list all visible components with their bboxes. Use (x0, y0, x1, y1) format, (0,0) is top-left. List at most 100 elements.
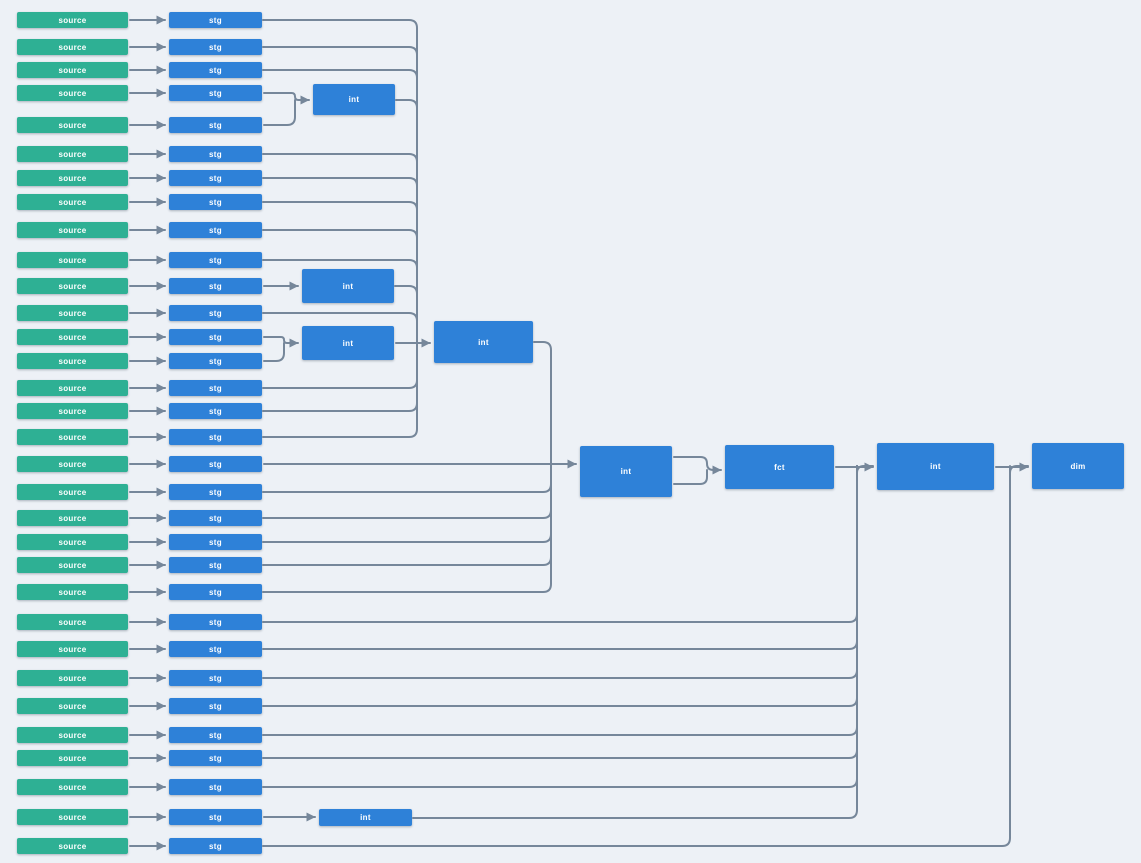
node-stg9[interactable]: stg (169, 222, 262, 238)
node-src8[interactable]: source (17, 194, 128, 210)
node-src16[interactable]: source (17, 403, 128, 419)
node-stg14[interactable]: stg (169, 353, 262, 369)
node-src24[interactable]: source (17, 614, 128, 630)
node-src5[interactable]: source (17, 117, 128, 133)
node-stg31[interactable]: stg (169, 809, 262, 825)
node-label-int_c: int (478, 337, 489, 347)
node-stg25[interactable]: stg (169, 641, 262, 657)
node-stg12[interactable]: stg (169, 305, 262, 321)
node-src23[interactable]: source (17, 584, 128, 600)
node-label-stg17: stg (209, 432, 222, 442)
node-stg16[interactable]: stg (169, 403, 262, 419)
node-src31[interactable]: source (17, 809, 128, 825)
node-stg15[interactable]: stg (169, 380, 262, 396)
node-label-stg1: stg (209, 15, 222, 25)
node-stg30[interactable]: stg (169, 779, 262, 795)
node-src25[interactable]: source (17, 641, 128, 657)
node-stg3[interactable]: stg (169, 62, 262, 78)
node-stg6[interactable]: stg (169, 146, 262, 162)
node-label-src31: source (58, 812, 87, 822)
node-stg24[interactable]: stg (169, 614, 262, 630)
node-stg7[interactable]: stg (169, 170, 262, 186)
node-dim[interactable]: dim (1032, 443, 1124, 489)
node-src15[interactable]: source (17, 380, 128, 396)
node-int_b[interactable]: int (302, 326, 394, 360)
node-stg18[interactable]: stg (169, 456, 262, 472)
node-src7[interactable]: source (17, 170, 128, 186)
node-src18[interactable]: source (17, 456, 128, 472)
node-label-stg24: stg (209, 617, 222, 627)
edge-path (412, 465, 858, 819)
node-src10[interactable]: source (17, 252, 128, 268)
node-stg22[interactable]: stg (169, 557, 262, 573)
node-stg27[interactable]: stg (169, 698, 262, 714)
node-src2[interactable]: source (17, 39, 128, 55)
node-src9[interactable]: source (17, 222, 128, 238)
node-src4[interactable]: source (17, 85, 128, 101)
node-int_d[interactable]: int (580, 446, 672, 497)
node-src11[interactable]: source (17, 278, 128, 294)
node-int_c[interactable]: int (434, 321, 533, 363)
node-stg11[interactable]: stg (169, 278, 262, 294)
node-int_e[interactable]: int (877, 443, 994, 490)
node-stg10[interactable]: stg (169, 252, 262, 268)
node-src29[interactable]: source (17, 750, 128, 766)
node-label-stg6: stg (209, 149, 222, 159)
node-label-stg9: stg (209, 225, 222, 235)
node-label-stg30: stg (209, 782, 222, 792)
node-stg29[interactable]: stg (169, 750, 262, 766)
node-int_f[interactable]: int (319, 809, 412, 826)
node-label-src13: source (58, 332, 87, 342)
node-src32[interactable]: source (17, 838, 128, 854)
node-label-src15: source (58, 383, 87, 393)
node-src26[interactable]: source (17, 670, 128, 686)
node-label-src21: source (58, 537, 87, 547)
node-stg32[interactable]: stg (169, 838, 262, 854)
node-stg21[interactable]: stg (169, 534, 262, 550)
node-stg19[interactable]: stg (169, 484, 262, 500)
edge-path (262, 465, 858, 759)
node-stg17[interactable]: stg (169, 429, 262, 445)
node-src27[interactable]: source (17, 698, 128, 714)
node-stg13[interactable]: stg (169, 329, 262, 345)
node-label-int_a: int (342, 281, 354, 291)
node-stg28[interactable]: stg (169, 727, 262, 743)
node-src1[interactable]: source (17, 12, 128, 28)
node-src3[interactable]: source (17, 62, 128, 78)
node-label-stg15: stg (209, 383, 222, 393)
node-src19[interactable]: source (17, 484, 128, 500)
node-int_t1[interactable]: int (313, 84, 395, 115)
node-src20[interactable]: source (17, 510, 128, 526)
node-src22[interactable]: source (17, 557, 128, 573)
node-label-stg10: stg (209, 255, 222, 265)
node-src13[interactable]: source (17, 329, 128, 345)
node-label-src9: source (58, 225, 87, 235)
node-src28[interactable]: source (17, 727, 128, 743)
node-src30[interactable]: source (17, 779, 128, 795)
edge-path (263, 99, 296, 126)
node-src14[interactable]: source (17, 353, 128, 369)
node-src17[interactable]: source (17, 429, 128, 445)
node-label-src14: source (58, 356, 87, 366)
edge-path (262, 465, 858, 736)
node-label-src17: source (58, 432, 87, 442)
node-stg4[interactable]: stg (169, 85, 262, 101)
node-stg2[interactable]: stg (169, 39, 262, 55)
node-stg26[interactable]: stg (169, 670, 262, 686)
node-label-stg11: stg (209, 281, 222, 291)
node-label-src20: source (58, 513, 87, 523)
node-stg23[interactable]: stg (169, 584, 262, 600)
node-int_a[interactable]: int (302, 269, 394, 303)
edge-path (262, 465, 858, 679)
node-src12[interactable]: source (17, 305, 128, 321)
node-stg8[interactable]: stg (169, 194, 262, 210)
node-src21[interactable]: source (17, 534, 128, 550)
node-stg5[interactable]: stg (169, 117, 262, 133)
node-fct[interactable]: fct (725, 445, 834, 489)
node-stg20[interactable]: stg (169, 510, 262, 526)
node-src6[interactable]: source (17, 146, 128, 162)
node-stg1[interactable]: stg (169, 12, 262, 28)
node-label-src28: source (58, 730, 87, 740)
node-label-stg18: stg (209, 459, 222, 469)
